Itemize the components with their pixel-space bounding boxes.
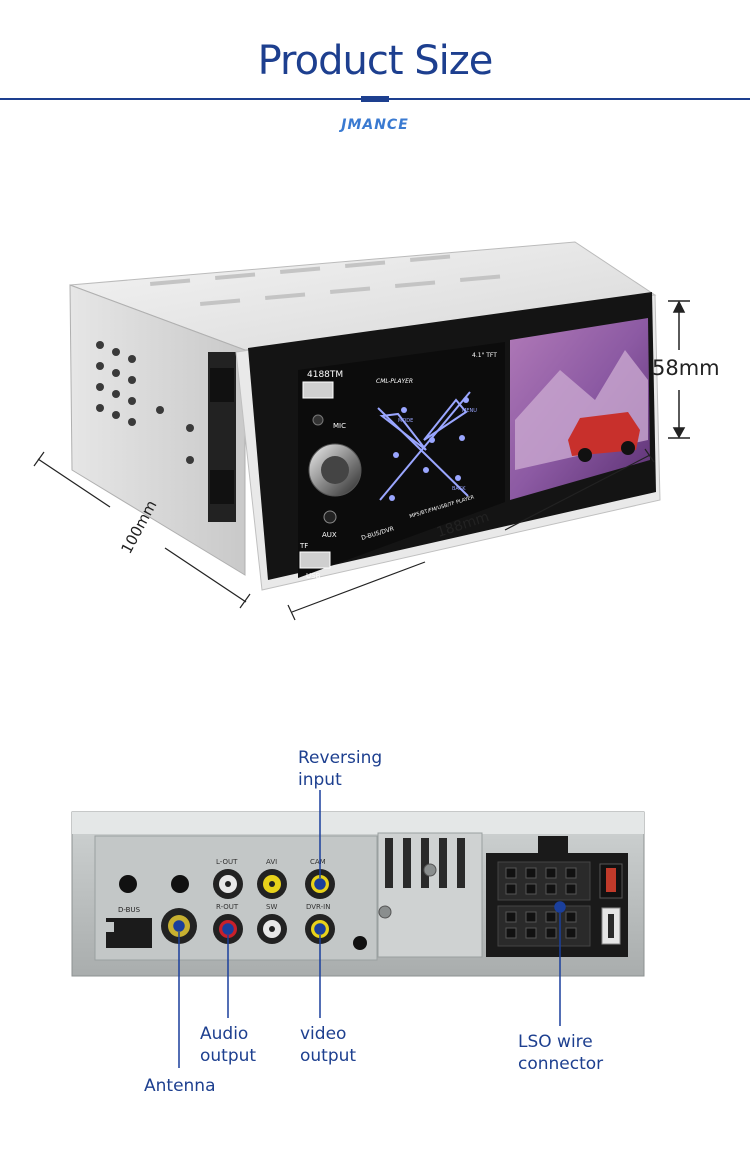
- mount-hole: [353, 936, 367, 950]
- dvr-in-label: DVR-IN: [306, 903, 330, 911]
- antenna-marker: [173, 920, 185, 932]
- rca-sw-pin: [269, 926, 275, 932]
- usb-port-top: [302, 381, 334, 399]
- rear-heatsink: [377, 832, 483, 958]
- video-marker: [314, 923, 326, 935]
- callout-line: output: [300, 1046, 357, 1066]
- rca-avi-pin: [269, 881, 275, 887]
- rear-top-lip: [72, 812, 644, 834]
- screen-car-wheel: [578, 448, 592, 462]
- aux-jack: [323, 510, 337, 524]
- screen-size-label: 4.1" TFT: [472, 352, 497, 359]
- l-out-label: L-OUT: [216, 858, 238, 866]
- menu-label: MENU: [462, 408, 477, 414]
- title-divider-tab: [361, 96, 389, 102]
- mount-hole: [171, 875, 189, 893]
- video-output-callout: video output: [300, 1023, 356, 1067]
- callout-line: Reversing: [298, 748, 383, 768]
- mode-label: MODE: [398, 418, 413, 424]
- width-dimension-line: [287, 448, 655, 621]
- callout-line: Audio: [200, 1024, 249, 1044]
- reversing-input-callout: Reversing input: [298, 747, 382, 791]
- dbus-port-label: D-BUS: [118, 906, 141, 914]
- chassis-side: [69, 284, 246, 576]
- aux-label: AUX: [322, 531, 337, 539]
- mic-label: MIC: [333, 422, 346, 430]
- reversing-marker: [314, 878, 326, 890]
- lso-marker: [554, 901, 566, 913]
- mount-hole: [119, 875, 137, 893]
- touch-key-icons: [389, 397, 469, 501]
- fuse: [606, 868, 616, 892]
- dbus-port: [106, 918, 152, 948]
- callout-line: connector: [518, 1054, 604, 1074]
- avi-label: AVI: [266, 858, 277, 866]
- audio-marker: [222, 923, 234, 935]
- mounting-clip-bottom: [210, 470, 234, 504]
- screw: [423, 863, 437, 877]
- callout-leaders: [173, 790, 566, 1068]
- usb-port-rear-tongue: [608, 914, 614, 938]
- mounting-clip-top: [210, 368, 234, 402]
- page-title: Product Size: [257, 38, 494, 84]
- chassis-top-vents: [150, 254, 501, 306]
- lso-connector-pins: [505, 867, 577, 939]
- height-dimension-line: [668, 300, 690, 439]
- callout-line: input: [298, 770, 342, 790]
- height-dimension: 58mm: [652, 356, 720, 380]
- usb-port-bottom: [299, 551, 331, 569]
- antenna-callout: Antenna: [144, 1076, 216, 1096]
- lso-connector-callout: LSO wire connector: [518, 1031, 603, 1075]
- control-panel: [298, 342, 505, 578]
- usb-label: USB: [306, 572, 321, 580]
- lso-connector-clip: [538, 836, 568, 854]
- r-out-label: R-OUT: [216, 903, 239, 911]
- callout-line: LSO wire: [518, 1032, 593, 1052]
- model-label: 4188TM: [307, 370, 343, 380]
- volume-knob-cap: [321, 456, 349, 484]
- screen-car-wheel: [621, 441, 635, 455]
- brand-logo: JMANCE: [341, 117, 409, 133]
- rca-l-out-pin: [225, 881, 231, 887]
- mic-hole: [312, 414, 324, 426]
- sw-label: SW: [266, 903, 277, 911]
- touch-keys: [377, 391, 471, 501]
- depth-dimension-line: [33, 451, 251, 609]
- callout-line: output: [200, 1046, 257, 1066]
- callout-line: video: [300, 1024, 347, 1044]
- audio-output-callout: Audio output: [200, 1023, 256, 1067]
- heatsink-fins: [385, 838, 465, 888]
- tf-label: TF: [299, 542, 308, 550]
- back-label: BACK: [452, 486, 466, 492]
- player-label: CML-PLAYER: [376, 378, 413, 385]
- screw: [378, 905, 392, 919]
- cam-label: CAM: [310, 858, 326, 866]
